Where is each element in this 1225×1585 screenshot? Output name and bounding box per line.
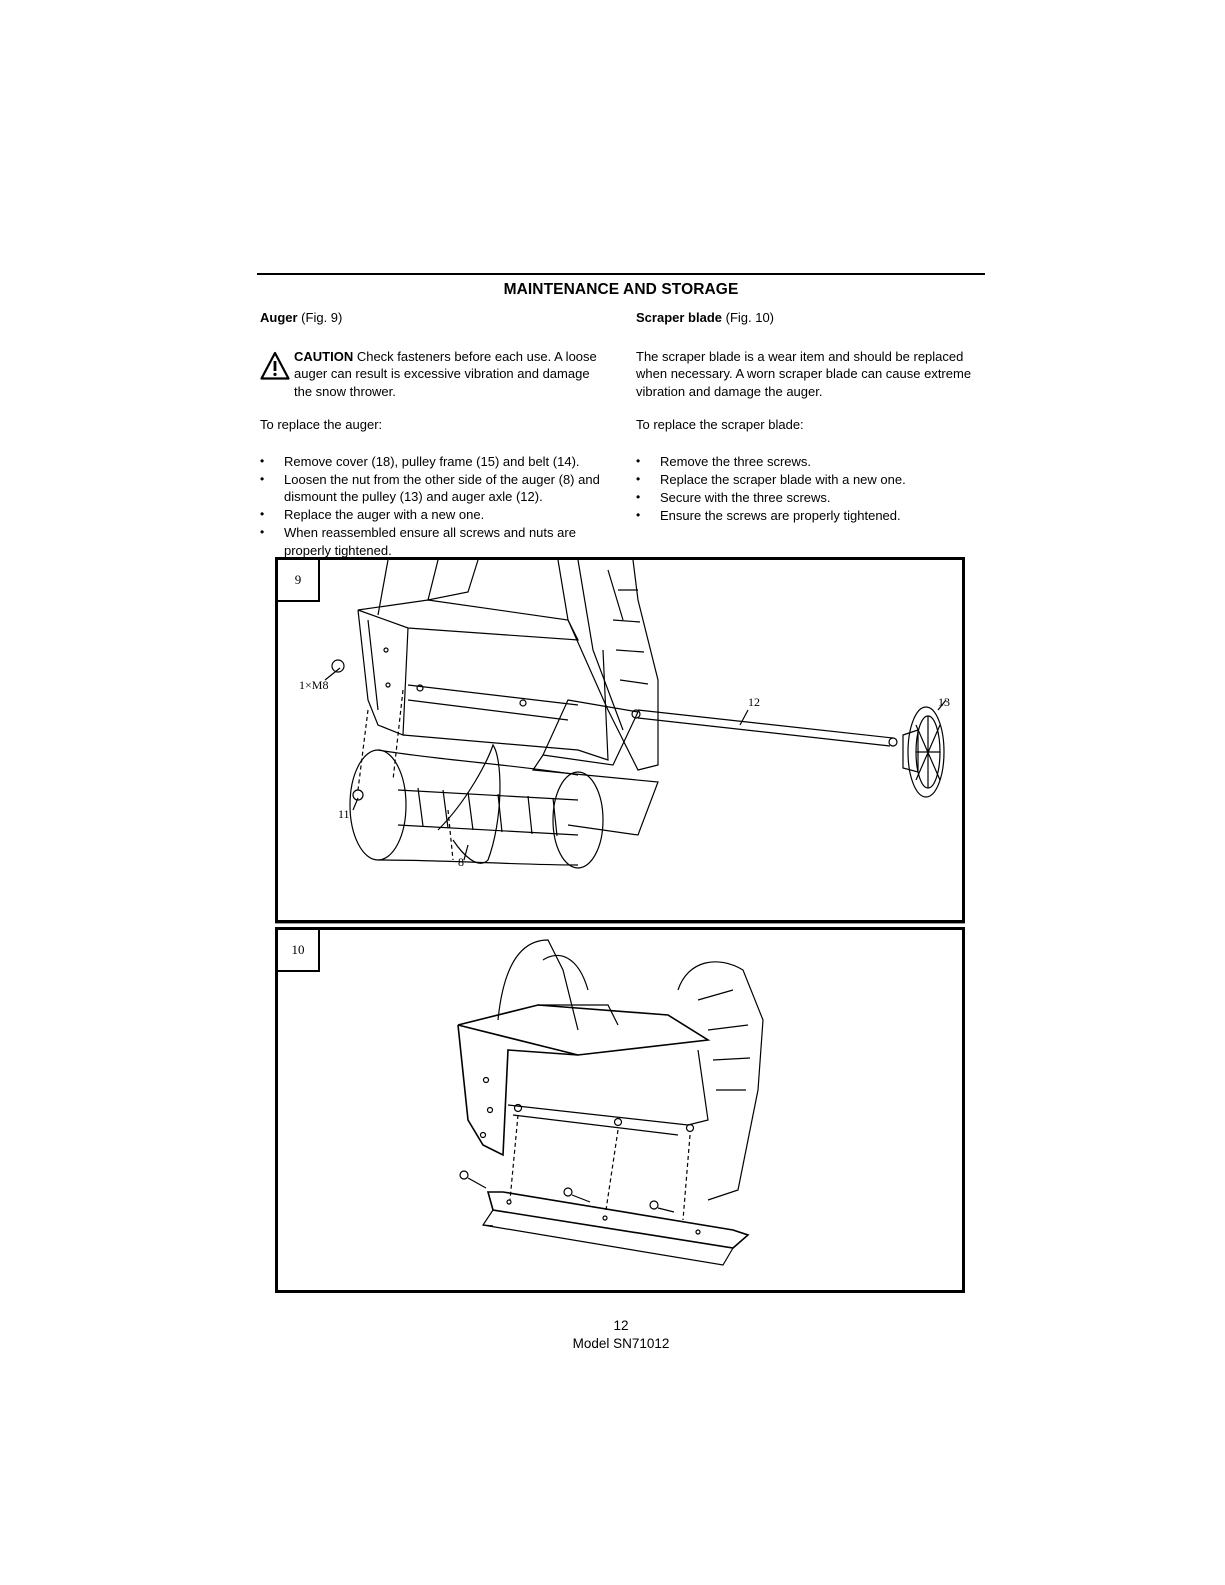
figure-10-scraper-diagram: 10 xyxy=(275,927,965,1293)
auger-heading: Auger (Fig. 9) xyxy=(260,309,605,327)
callout-pulley: 13 xyxy=(938,695,950,709)
scraper-section: Scraper blade (Fig. 10) The scraper blad… xyxy=(636,309,984,525)
auger-intro: To replace the auger: xyxy=(260,417,383,432)
list-item: Loosen the nut from the other side of th… xyxy=(260,471,605,506)
page-number: 12 xyxy=(613,1318,629,1333)
auger-heading-bold: Auger xyxy=(260,310,298,325)
figure-number-9: 9 xyxy=(278,560,320,602)
caution-text: Check fasteners before each use. A loose… xyxy=(294,348,597,399)
scraper-heading-bold: Scraper blade xyxy=(636,310,722,325)
scraper-steps: Remove the three screws. Replace the scr… xyxy=(636,453,984,525)
list-item: Replace the scraper blade with a new one… xyxy=(636,471,984,489)
callout-auger: 8 xyxy=(458,855,464,869)
auger-exploded-diagram: 1×M8 12 13 11 8 xyxy=(299,560,950,869)
list-item: When reassembled ensure all screws and n… xyxy=(260,524,605,559)
auger-heading-ref: (Fig. 9) xyxy=(297,310,343,325)
list-item: Remove the three screws. xyxy=(636,453,984,471)
caution-label: CAUTION xyxy=(294,348,354,364)
scraper-description: The scraper blade is a wear item and sho… xyxy=(636,348,972,399)
scraper-blade-diagram xyxy=(457,939,764,1266)
figure-number-10: 10 xyxy=(278,930,320,972)
figure-9-auger-diagram: 1×M8 12 13 11 8 9 xyxy=(275,557,965,923)
warning-triangle-icon xyxy=(260,351,290,380)
model-number: Model SN71012 xyxy=(572,1336,670,1351)
auger-section: Auger (Fig. 9) CAUTION Check fasteners b… xyxy=(260,309,605,560)
caution-notice: CAUTION Check fasteners before each use.… xyxy=(260,348,605,401)
page-title: MAINTENANCE AND STORAGE xyxy=(503,281,739,298)
auger-steps: Remove cover (18), pulley frame (15) and… xyxy=(260,453,605,560)
figure-divider xyxy=(275,923,965,924)
list-item: Replace the auger with a new one. xyxy=(260,506,605,524)
scraper-heading: Scraper blade (Fig. 10) xyxy=(636,309,984,327)
callout-nut: 11 xyxy=(338,807,350,821)
list-item: Secure with the three screws. xyxy=(636,489,984,507)
callout-bolt: 1×M8 xyxy=(299,678,328,692)
scraper-heading-ref: (Fig. 10) xyxy=(722,310,775,325)
scraper-intro: To replace the scraper blade: xyxy=(636,417,804,432)
top-rule xyxy=(257,273,985,275)
list-item: Ensure the screws are properly tightened… xyxy=(636,507,984,525)
list-item: Remove cover (18), pulley frame (15) and… xyxy=(260,453,605,471)
callout-axle: 12 xyxy=(748,695,760,709)
